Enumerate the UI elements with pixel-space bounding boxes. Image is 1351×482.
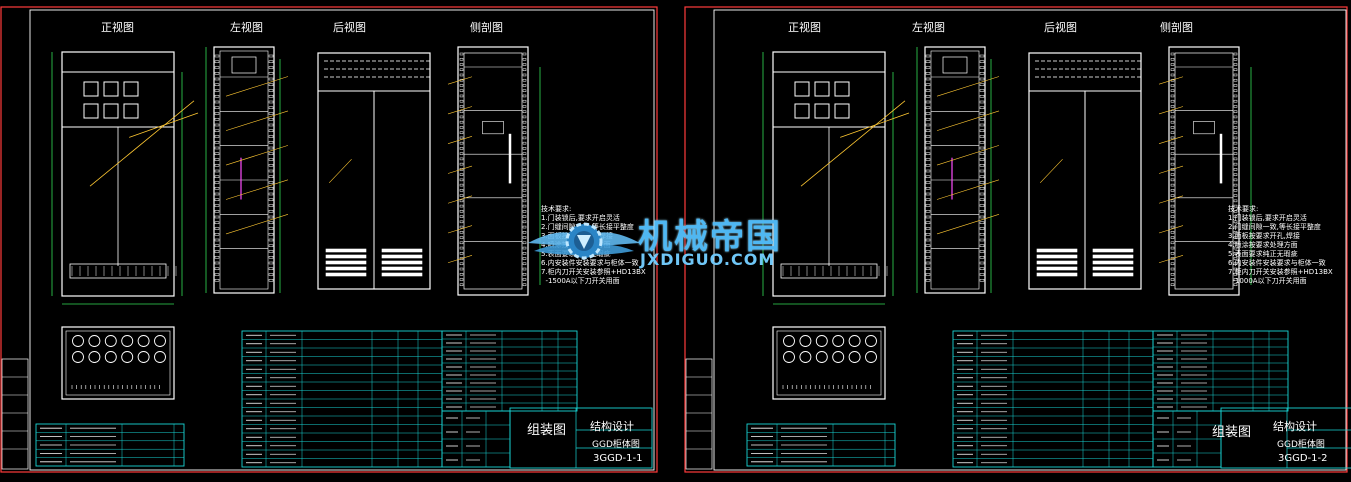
title-drawing-no-1: 3GGD-1-1 <box>593 453 643 464</box>
meter-window-1 <box>123 81 139 97</box>
leader-line-1 <box>89 100 195 187</box>
hole-2 <box>783 335 795 347</box>
meter-window-1 <box>123 103 139 119</box>
title-drawing-name-2: 组装图 <box>1212 425 1252 440</box>
winged-gear-logo-icon <box>528 222 640 260</box>
hole-1 <box>104 351 117 363</box>
hole-1 <box>72 351 84 363</box>
meter-window-2 <box>814 81 830 97</box>
view-title-front-1: 正视图 <box>101 21 134 34</box>
sheet-border-2 <box>684 6 1348 473</box>
meter-window-2 <box>794 103 810 119</box>
title-drawing-no-2: 3GGD-1-2 <box>1278 453 1328 464</box>
leader-line-2 <box>800 100 906 187</box>
front-view-outline-2 <box>772 51 886 297</box>
hole-2 <box>783 351 795 363</box>
tech-notes-2: 技术要求: 1.门装锁后,要求开启灵活 2.门缝间隙一致,等长接平整度 3.面板… <box>1228 205 1333 285</box>
view-title-front-2: 正视图 <box>788 21 821 34</box>
hole-2 <box>799 351 812 363</box>
title-product-1: GGD柜体图 <box>592 440 640 450</box>
front-view-outline-1 <box>61 51 175 297</box>
hole-2 <box>848 351 861 363</box>
section-view-outline-2 <box>1168 46 1240 296</box>
top-view-outline-2 <box>772 326 886 400</box>
sheet-border-1 <box>0 6 658 473</box>
parts-table-a-1 <box>35 423 185 467</box>
drawing-frame-1 <box>29 9 655 471</box>
view-title-section-1: 侧剖图 <box>470 21 503 34</box>
hole-2 <box>848 335 861 347</box>
title-product-2: GGD柜体图 <box>1277 440 1325 450</box>
top-view-outline-1 <box>61 326 175 400</box>
watermark-cn: 机械帝国 <box>638 217 782 257</box>
title-drawing-name-1: 组装图 <box>527 423 567 438</box>
view-title-left-1: 左视图 <box>230 21 263 34</box>
hole-1 <box>121 351 134 363</box>
watermark-en: JXDIGUO.COM <box>640 250 776 269</box>
view-title-left-2: 左视图 <box>912 21 945 34</box>
view-title-rear-2: 后视图 <box>1044 21 1077 34</box>
meter-window-2 <box>794 81 810 97</box>
side-view-outline-1 <box>213 46 275 294</box>
section-view-outline-1 <box>457 46 529 296</box>
hole-1 <box>154 351 166 363</box>
hole-2 <box>832 335 845 347</box>
hole-1 <box>104 335 117 347</box>
meter-window-1 <box>83 103 99 119</box>
hole-2 <box>865 351 877 363</box>
vent-strip-1 <box>69 263 167 279</box>
meter-window-1 <box>103 103 119 119</box>
hole-1 <box>137 335 150 347</box>
vent-strip-2 <box>780 263 878 279</box>
hole-2 <box>832 351 845 363</box>
hole-1 <box>121 335 134 347</box>
hole-2 <box>815 351 828 363</box>
hole-1 <box>137 351 150 363</box>
view-title-section-2: 侧剖图 <box>1160 21 1193 34</box>
hole-2 <box>799 335 812 347</box>
hole-1 <box>88 335 101 347</box>
hole-2 <box>865 335 877 347</box>
side-strip-2 <box>685 358 713 470</box>
side-strip-1 <box>1 358 29 470</box>
title-company-1: 结构设计 <box>590 420 634 433</box>
meter-window-1 <box>83 81 99 97</box>
meter-window-2 <box>834 103 850 119</box>
meter-window-1 <box>103 81 119 97</box>
hole-1 <box>154 335 166 347</box>
view-title-rear-1: 后视图 <box>333 21 366 34</box>
meter-window-2 <box>814 103 830 119</box>
title-company-2: 结构设计 <box>1273 420 1317 433</box>
watermark: 机械帝国 JXDIGUO.COM <box>528 205 828 275</box>
hole-1 <box>72 335 84 347</box>
drawing-frame-2 <box>713 9 1347 471</box>
meter-window-2 <box>834 81 850 97</box>
side-view-outline-2 <box>924 46 986 294</box>
hole-2 <box>815 335 828 347</box>
hole-1 <box>88 351 101 363</box>
parts-table-a-2 <box>746 423 896 467</box>
